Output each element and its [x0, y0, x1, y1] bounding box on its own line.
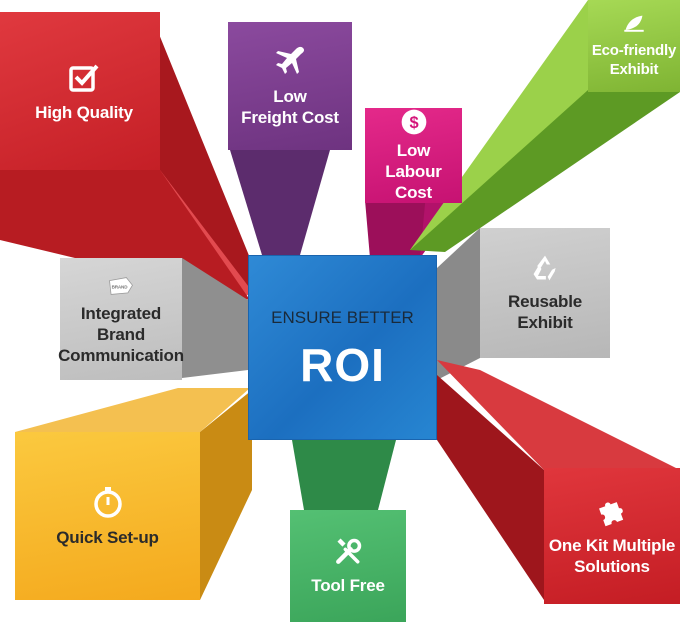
checkbox-icon	[69, 64, 99, 92]
stopwatch-icon	[93, 486, 122, 518]
beam-kit-side	[437, 375, 544, 600]
benefit-label: Low Freight Cost	[241, 87, 339, 127]
puzzle-icon	[599, 502, 624, 527]
svg-text:$: $	[409, 114, 418, 132]
benefit-reusable: Reusable Exhibit	[480, 228, 610, 358]
benefit-label: Eco-friendly Exhibit	[591, 42, 677, 78]
beam-tool-side	[292, 440, 396, 510]
benefit-labour: $ Low Labour Cost	[365, 108, 462, 203]
beam-eco-side	[410, 90, 680, 252]
brand-tag-icon: BRAND	[109, 276, 133, 295]
beam-freight-side	[230, 150, 330, 255]
benefit-eco: Eco-friendly Exhibit	[588, 0, 680, 92]
center-subtitle: ENSURE BETTER	[271, 307, 414, 327]
beam-reusable-side	[437, 228, 480, 380]
leaf-icon	[624, 15, 644, 32]
beam-high-quality-side	[150, 12, 255, 295]
beam-brand-side	[182, 258, 248, 378]
benefit-freight: Low Freight Cost	[228, 22, 352, 150]
beam-kit-top	[437, 360, 680, 470]
benefit-quick: Quick Set-up	[15, 432, 200, 600]
dollar-icon: $	[401, 109, 426, 135]
benefit-high-quality: High Quality	[0, 12, 160, 170]
tools-icon	[336, 538, 362, 564]
benefit-brand: BRAND Integrated Brand Communication	[58, 258, 184, 380]
benefit-label: Low Labour Cost	[385, 141, 442, 202]
benefit-tool: Tool Free	[290, 510, 406, 622]
roi-center-box: ENSURE BETTER ROI	[248, 255, 437, 440]
beam-quick-top	[15, 388, 250, 432]
airplane-icon	[276, 46, 305, 74]
brand-tag-text: BRAND	[112, 284, 129, 289]
recycle-icon	[533, 255, 556, 281]
benefit-label: Reusable Exhibit	[508, 292, 582, 332]
benefit-label: Tool Free	[311, 575, 385, 595]
benefit-label: Integrated Brand Communication	[58, 303, 184, 365]
benefit-label: High Quality	[35, 102, 133, 122]
beam-quick-side	[200, 390, 252, 600]
center-title: ROI	[300, 338, 385, 391]
benefit-kit: One Kit Multiple Solutions	[544, 468, 680, 604]
benefit-label: Quick Set-up	[56, 527, 159, 547]
benefit-label: One Kit Multiple Solutions	[548, 536, 676, 576]
